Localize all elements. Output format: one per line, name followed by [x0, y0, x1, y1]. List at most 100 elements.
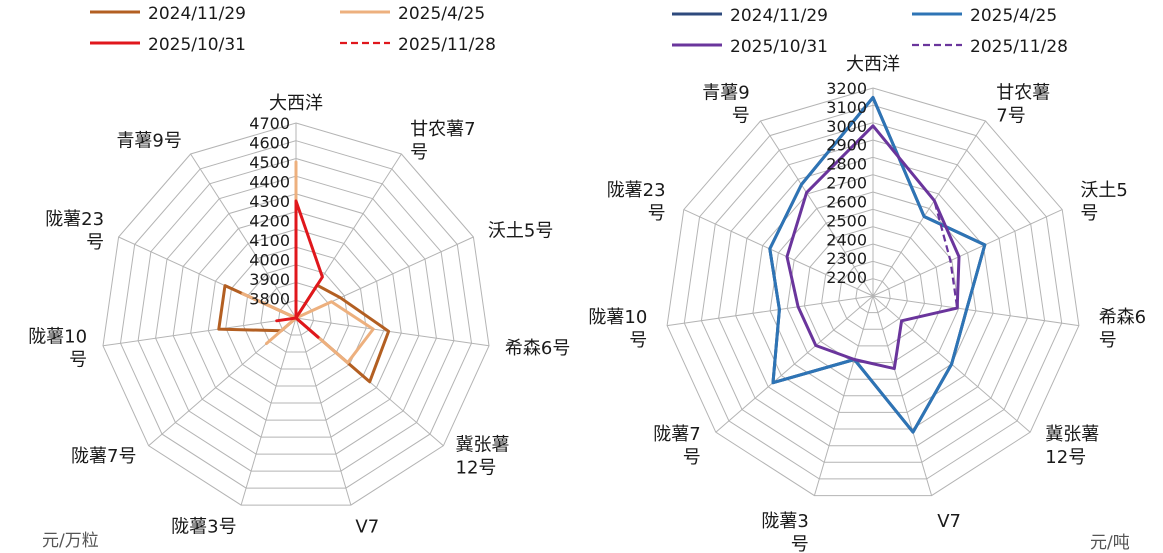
category-label-text: 号 — [69, 350, 87, 371]
tick-label: 4200 — [249, 212, 290, 231]
grid-ring — [137, 157, 455, 472]
tick-label: 2800 — [826, 155, 867, 174]
category-label-text: 号 — [648, 203, 666, 224]
legend-item: 2024/11/29 — [90, 4, 246, 24]
legend-label: 2024/11/29 — [730, 6, 828, 26]
legend-label: 2025/4/25 — [398, 4, 485, 24]
unit-label-right: 元/吨 — [1090, 533, 1130, 553]
spoke-line — [295, 317, 352, 506]
legend-item: 2025/10/31 — [90, 35, 246, 55]
spoke-line — [872, 209, 1063, 297]
legend-label: 2025/10/31 — [730, 37, 828, 57]
legend-item: 2025/11/28 — [912, 37, 1068, 57]
radar-grid — [102, 122, 490, 506]
category-label-V7: V7 — [937, 511, 961, 532]
grid-ring — [735, 156, 1011, 430]
category-label-text: 陇薯10 — [28, 327, 87, 348]
radar-series-group — [217, 160, 391, 384]
tick-label: 4500 — [249, 153, 290, 172]
category-label-3: 陇薯3号 — [761, 511, 808, 552]
grid-ring — [700, 122, 1046, 463]
spoke-line — [240, 317, 297, 506]
category-labels: 大西洋甘农薯7号沃土5号希森6号冀张薯12号V7陇薯3号陇薯7号陇薯10号陇薯2… — [588, 54, 1146, 552]
grid-ring — [102, 122, 490, 506]
category-label-text: 号 — [791, 534, 809, 552]
grid-ring — [666, 87, 1080, 497]
grid-ring — [769, 191, 977, 397]
spoke-line — [667, 295, 874, 327]
category-label-text: 沃土5 — [1080, 180, 1127, 201]
grid-ring — [155, 175, 437, 455]
tick-label: 4600 — [249, 134, 290, 153]
category-label-V7: V7 — [355, 517, 379, 538]
category-label-text: 甘农薯7 — [410, 119, 475, 140]
legend-item: 2025/4/25 — [912, 6, 1057, 26]
category-label-text: 号 — [732, 106, 750, 127]
spoke-line — [715, 295, 874, 433]
grid-ring — [786, 208, 960, 380]
spoke-line — [813, 295, 874, 496]
category-label-7: 陇薯7号 — [71, 446, 136, 467]
category-label-text: 号 — [1080, 203, 1098, 224]
spoke-line — [760, 120, 874, 297]
tick-label: 2700 — [826, 174, 867, 193]
series-line-2025-11-28-dashed — [275, 199, 324, 339]
category-label-5: 沃土5号 — [488, 220, 553, 241]
grid-ring — [225, 246, 367, 387]
grid-ring — [718, 139, 1028, 447]
category-label-5: 沃土5号 — [1080, 180, 1127, 224]
legend-item: 2024/11/29 — [672, 6, 828, 26]
category-label-text: 陇薯10 — [588, 307, 647, 328]
tick-label: 4400 — [249, 173, 290, 192]
grid-ring — [242, 264, 350, 370]
tick-label: 4700 — [249, 114, 290, 133]
tick-label: 3100 — [826, 98, 867, 117]
tick-label: 2900 — [826, 136, 867, 155]
category-label-text: 希森6号 — [505, 338, 570, 359]
radar-series-group — [768, 96, 987, 434]
legend-item: 2025/10/31 — [672, 37, 828, 57]
legend-label: 2024/11/29 — [148, 4, 246, 24]
category-label-6: 希森6号 — [505, 338, 570, 359]
category-label-9: 青薯9号 — [702, 83, 749, 127]
category-label-: 大西洋 — [269, 93, 323, 114]
category-label-text: 12号 — [456, 458, 497, 479]
grid-ring — [820, 243, 926, 347]
grid-ring — [838, 260, 908, 330]
category-label-7: 陇薯7号 — [653, 424, 700, 468]
category-label-text: 陇薯7 — [653, 424, 700, 445]
category-label-text: 希森6 — [1099, 307, 1146, 328]
tick-label: 3000 — [826, 117, 867, 136]
legend-label: 2025/10/31 — [148, 35, 246, 55]
legend-item: 2025/4/25 — [340, 4, 485, 24]
category-labels: 大西洋甘农薯7号沃土5号希森6号冀张薯12号V7陇薯3号陇薯7号陇薯10号陇薯2… — [28, 93, 570, 538]
tick-label: 2300 — [826, 249, 867, 268]
legend-label: 2025/4/25 — [970, 6, 1057, 26]
category-label-text: 陇薯3号 — [171, 517, 236, 538]
category-label-3: 陇薯3号 — [171, 517, 236, 538]
grid-ring — [260, 281, 332, 353]
category-label-text: 7号 — [996, 106, 1025, 127]
radial-tick-labels: 2200230024002500260027002800290030003100… — [826, 79, 867, 287]
category-label-text: 大西洋 — [269, 93, 323, 114]
category-label-text: 青薯9号 — [116, 131, 181, 152]
grid-ring — [855, 278, 891, 314]
spoke-line — [190, 153, 297, 319]
grid-ring — [752, 174, 994, 413]
category-label-text: 号 — [86, 232, 104, 253]
tick-label: 2600 — [826, 193, 867, 212]
tick-label: 4000 — [249, 251, 290, 270]
spoke-line — [872, 295, 1079, 327]
legend-label: 2025/11/28 — [970, 37, 1068, 57]
category-label-9: 青薯9号 — [116, 131, 181, 152]
tick-label: 2500 — [826, 211, 867, 230]
tick-label: 3200 — [826, 79, 867, 98]
